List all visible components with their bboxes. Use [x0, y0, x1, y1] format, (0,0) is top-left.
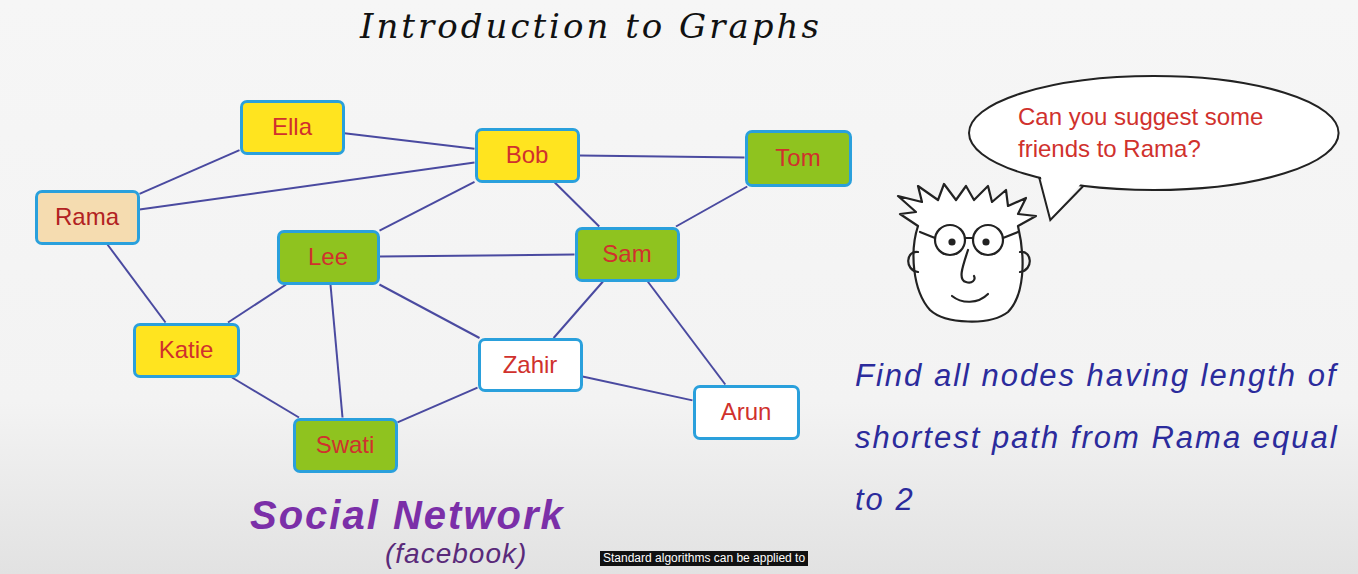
person-node: Katie: [133, 323, 240, 378]
person-node: Rama: [35, 190, 140, 245]
bubble-tail: [1039, 178, 1083, 220]
friendship-edge: [140, 162, 475, 209]
friendship-edge: [232, 378, 299, 418]
person-name: Tom: [775, 144, 820, 172]
friendship-edge: [554, 282, 603, 339]
friendship-edge: [345, 133, 475, 148]
handwritten-note: Find all nodes having length of shortest…: [855, 345, 1350, 531]
person-name: Zahir: [503, 351, 558, 379]
friendship-edge: [380, 182, 475, 231]
friendship-edge: [398, 388, 478, 423]
speech-bubble: Can you suggest some friends to Rama?: [967, 74, 1341, 192]
friendship-edge: [648, 282, 726, 385]
sub-heading: (facebook): [385, 538, 527, 570]
friendship-edge: [676, 187, 747, 227]
person-node: Ella: [240, 100, 345, 155]
bubble-tail-fill: [1040, 174, 1082, 220]
person-name: Arun: [721, 398, 772, 426]
person-name: Sam: [602, 240, 651, 268]
friendship-edge: [380, 255, 575, 257]
friendship-edge: [330, 285, 342, 418]
title: Introduction to Graphs: [360, 6, 822, 46]
person-node: Tom: [745, 130, 852, 187]
friendship-edge: [580, 156, 745, 158]
section-heading: Social Network: [250, 494, 565, 536]
person-node: Bob: [475, 128, 580, 183]
friendship-edge: [583, 376, 693, 400]
person-node: Sam: [575, 227, 680, 282]
bubble-outline: [967, 74, 1341, 192]
person-name: Bob: [506, 141, 549, 169]
person-name: Swati: [316, 431, 375, 459]
video-caption: Standard algorithms can be applied to: [600, 551, 808, 566]
person-node: Zahir: [478, 338, 583, 392]
person-name: Ella: [272, 113, 312, 141]
person-node: Swati: [293, 418, 398, 473]
speech-text: Can you suggest some friends to Rama?: [1018, 101, 1290, 165]
edge-layer: [107, 133, 747, 422]
friendship-edge: [140, 150, 240, 194]
person-name: Katie: [159, 336, 214, 364]
person-node: Lee: [277, 230, 380, 285]
friendship-edge: [107, 245, 165, 323]
friendship-edge: [379, 285, 479, 339]
friendship-edge: [228, 285, 286, 323]
bubble-ellipse: [969, 76, 1339, 190]
person-name: Rama: [55, 203, 119, 231]
person-node: Arun: [693, 385, 800, 440]
person-name: Lee: [308, 243, 348, 271]
professor-face: [898, 184, 1036, 322]
friendship-edge: [555, 183, 599, 227]
